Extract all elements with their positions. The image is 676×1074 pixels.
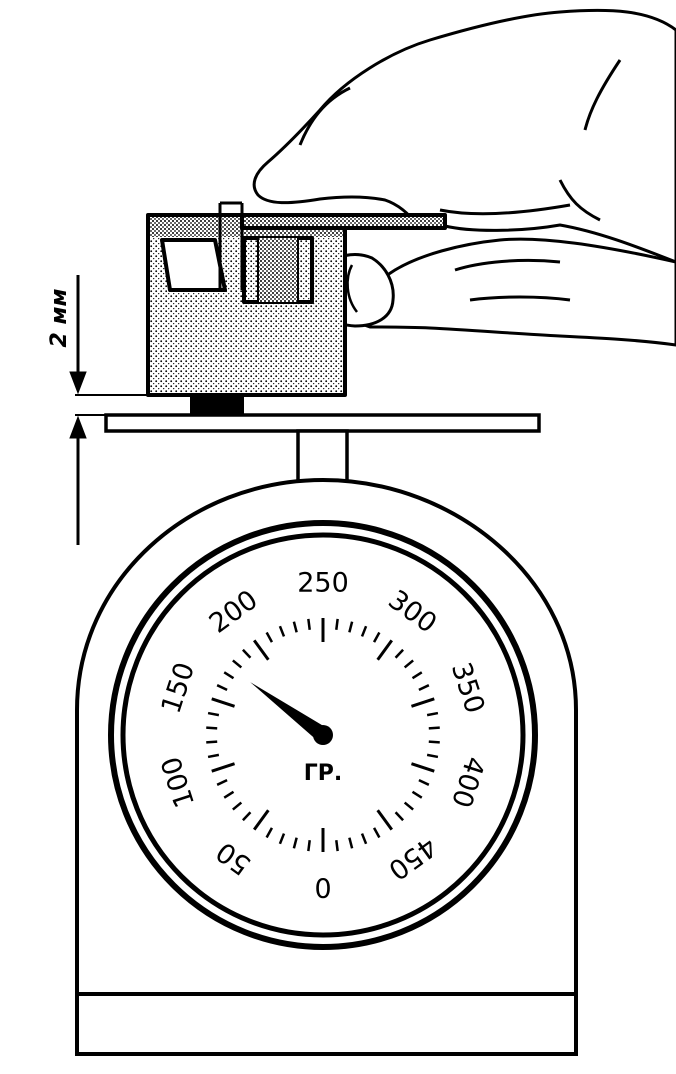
minor-tick bbox=[278, 833, 286, 845]
minor-tick bbox=[428, 740, 440, 744]
minor-tick bbox=[292, 837, 298, 849]
dial-ticks bbox=[206, 618, 440, 852]
minor-tick bbox=[207, 711, 220, 717]
needle-hub bbox=[313, 725, 333, 745]
minor-tick bbox=[426, 711, 439, 717]
minor-tick bbox=[223, 790, 235, 799]
major-tick bbox=[376, 809, 393, 831]
minor-tick bbox=[418, 779, 430, 786]
minor-tick bbox=[360, 833, 368, 845]
minor-tick bbox=[232, 659, 243, 669]
major-tick bbox=[253, 809, 270, 831]
minor-tick bbox=[307, 840, 311, 852]
minor-tick bbox=[394, 811, 405, 822]
minor-tick bbox=[335, 840, 339, 852]
minor-tick bbox=[278, 625, 286, 637]
dimension-arrow-icon bbox=[69, 275, 192, 545]
minor-tick bbox=[418, 684, 430, 691]
minor-tick bbox=[335, 618, 339, 630]
dial-label-250: 250 bbox=[297, 568, 349, 599]
minor-tick bbox=[403, 801, 414, 811]
minor-tick bbox=[394, 648, 405, 659]
minor-tick bbox=[241, 811, 252, 822]
dial-needle bbox=[250, 682, 333, 745]
major-tick bbox=[211, 697, 236, 708]
minor-tick bbox=[372, 827, 381, 839]
minor-tick bbox=[411, 671, 423, 680]
minor-tick bbox=[372, 631, 381, 643]
minor-tick bbox=[206, 740, 218, 744]
minor-tick bbox=[241, 648, 252, 659]
minor-tick bbox=[216, 779, 228, 786]
dial-unit-label: ГР. bbox=[304, 761, 343, 786]
needle-pointer bbox=[250, 682, 328, 742]
minor-tick bbox=[307, 618, 311, 630]
major-tick bbox=[410, 762, 435, 773]
minor-tick bbox=[207, 753, 220, 759]
minor-tick bbox=[206, 726, 218, 730]
dial-label-0: 0 bbox=[314, 872, 331, 903]
minor-tick bbox=[426, 753, 439, 759]
major-tick bbox=[410, 697, 435, 708]
minor-tick bbox=[265, 631, 274, 643]
minor-tick bbox=[265, 827, 274, 839]
minor-tick bbox=[348, 837, 354, 849]
major-tick bbox=[376, 639, 393, 661]
minor-tick bbox=[428, 726, 440, 730]
major-tick bbox=[253, 639, 270, 661]
minor-tick bbox=[223, 671, 235, 680]
minor-tick bbox=[411, 790, 423, 799]
minor-tick bbox=[292, 621, 298, 633]
minor-tick bbox=[216, 684, 228, 691]
pressure-device-icon bbox=[146, 201, 447, 417]
gap-dimension-label: 2 мм bbox=[47, 289, 72, 348]
minor-tick bbox=[403, 659, 414, 669]
major-tick bbox=[211, 762, 236, 773]
minor-tick bbox=[348, 621, 354, 633]
minor-tick bbox=[232, 801, 243, 811]
minor-tick bbox=[360, 625, 368, 637]
